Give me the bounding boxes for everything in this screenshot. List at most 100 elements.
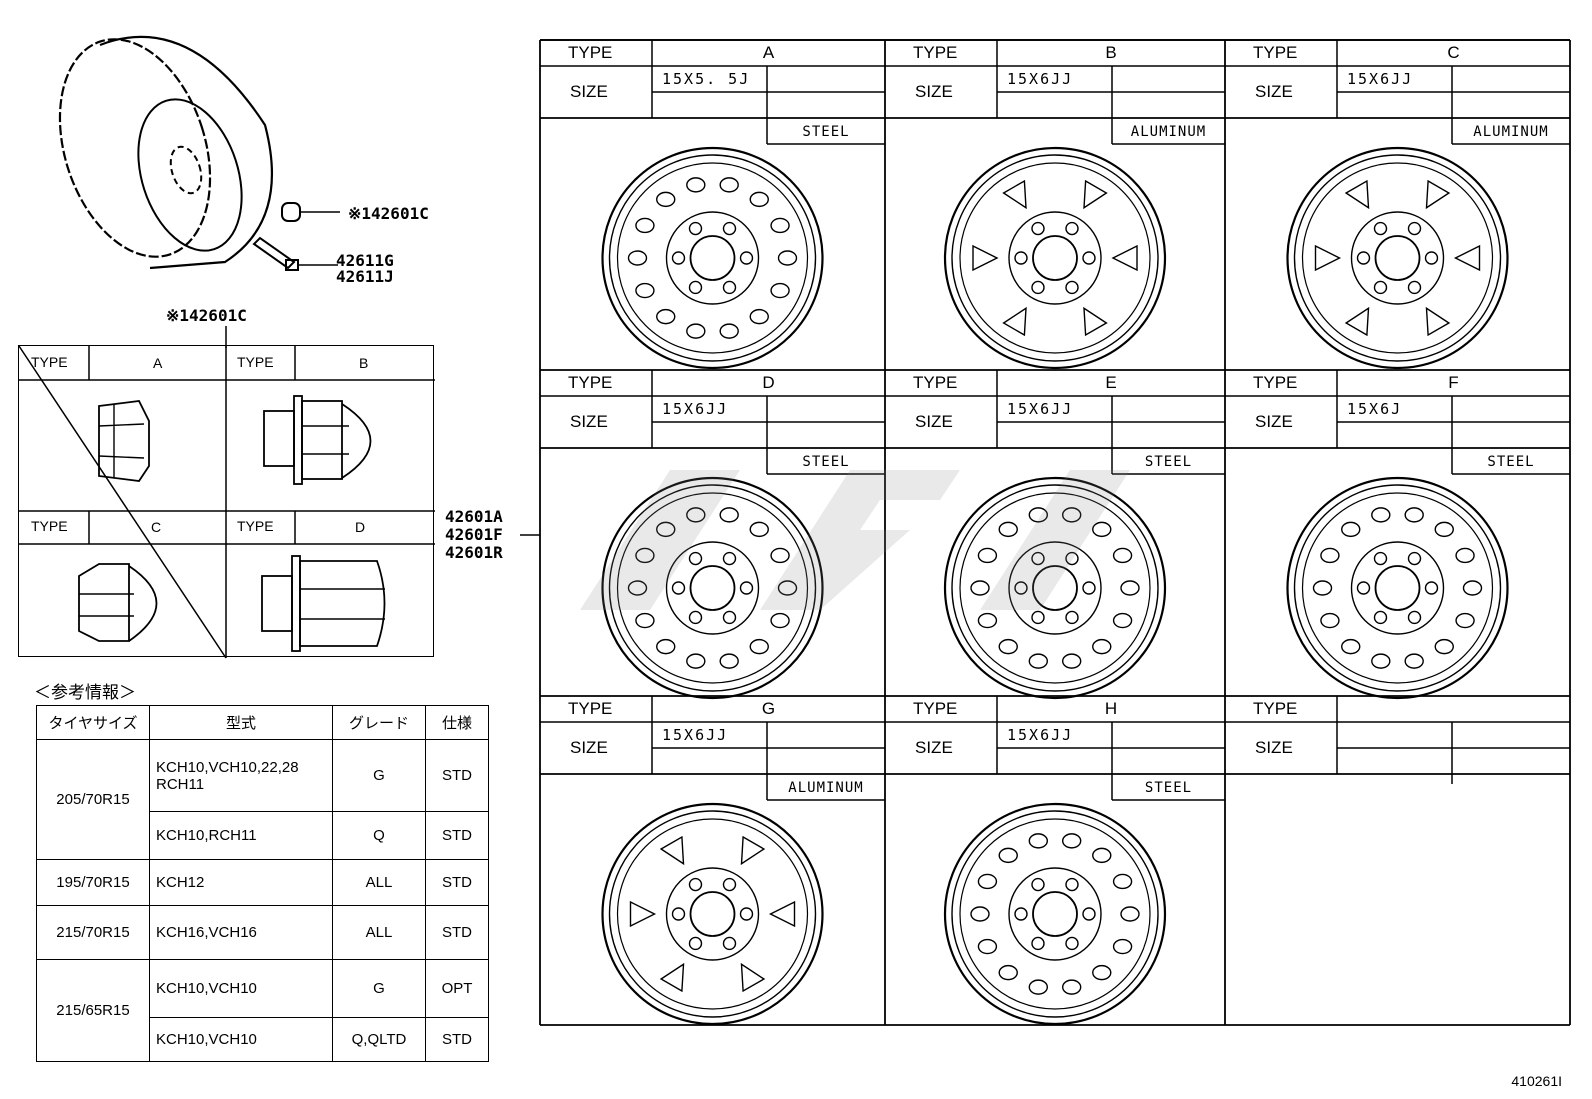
wheel-size-value: 15X6JJ <box>1007 70 1074 88</box>
nut-type-table: TYPE A TYPE B TYPE C TYPE D <box>18 345 435 659</box>
wheel-size-label: SIZE <box>915 738 953 757</box>
wheel-type-letter: F <box>1448 373 1459 392</box>
wheel-size-value: 15X6J <box>1347 400 1403 418</box>
wheel-type-letter: D <box>762 373 775 392</box>
valve-callout-1: 42611G <box>336 251 394 270</box>
wheel-type-label: TYPE <box>568 699 613 718</box>
wheel-type-label: TYPE <box>1253 699 1298 718</box>
ref-model: KCH16,VCH16 <box>149 905 333 960</box>
ref-tire: 195/70R15 <box>36 859 150 906</box>
wheel-size-label: SIZE <box>1255 412 1293 431</box>
lock-nut-callout: ※142601C <box>348 204 429 223</box>
nut-type-label-b: TYPE <box>237 354 274 370</box>
nut-type-label-c: TYPE <box>31 518 68 534</box>
wheel-type-letter: G <box>761 699 776 718</box>
ref-model: KCH10,RCH11 <box>149 811 333 860</box>
wheel-type-label: TYPE <box>568 43 613 62</box>
wheel-material: STEEL <box>802 454 850 470</box>
ref-spec: STD <box>425 739 489 812</box>
ref-header-spec: 仕様 <box>425 705 489 740</box>
nut-type-label-a: TYPE <box>31 354 68 370</box>
ref-header-grade: グレード <box>332 705 426 740</box>
valve-callout-2: 42611J <box>336 267 394 286</box>
wheel-rim-icon <box>943 802 1167 1026</box>
reference-table: タイヤサイズ 型式 グレード 仕様 205/70R15 KCH10,VCH10,… <box>36 705 489 1062</box>
wheel-size-value: 15X6JJ <box>662 726 729 744</box>
ref-grade: G <box>332 959 426 1018</box>
nut-type-label-d: TYPE <box>237 518 274 534</box>
wheel-material: ALUMINUM <box>788 780 864 796</box>
wheel-rim-icon <box>943 476 1167 700</box>
wheel-grid-lines <box>539 39 1571 1026</box>
reference-title: ＜参考情報＞ <box>34 683 136 703</box>
wheel-size-value: 15X6JJ <box>1007 726 1074 744</box>
nut-callout-leader <box>225 326 227 348</box>
wheel-type-letter: C <box>1447 43 1460 62</box>
nut-type-c: C <box>151 519 162 535</box>
wheel-callout-2: 42601F <box>445 525 503 544</box>
wheel-size-label: SIZE <box>570 738 608 757</box>
wheel-size-label: SIZE <box>915 412 953 431</box>
nut-b-icon <box>263 395 372 485</box>
ref-spec: OPT <box>425 959 489 1018</box>
ref-spec: STD <box>425 859 489 906</box>
wheel-size-label: SIZE <box>570 412 608 431</box>
wheel-type-label: TYPE <box>913 43 958 62</box>
ref-model: KCH10,VCH10,22,28 RCH11 <box>149 739 333 812</box>
ref-model: KCH10,VCH10 <box>149 1017 333 1062</box>
wheel-type-letter: H <box>1104 699 1118 718</box>
wheel-size-value: 15X6JJ <box>1347 70 1414 88</box>
ref-grade: Q,QLTD <box>332 1017 426 1062</box>
nut-a-icon <box>98 400 150 482</box>
ref-spec: STD <box>425 905 489 960</box>
nut-table-callout: ※142601C <box>166 306 247 325</box>
wheel-type-letter: B <box>1105 43 1117 62</box>
wheel-type-label: TYPE <box>568 373 613 392</box>
ref-grade: Q <box>332 811 426 860</box>
wheel-rim-icon <box>943 146 1167 370</box>
nut-c-icon <box>78 563 158 642</box>
wheel-type-label: TYPE <box>1253 373 1298 392</box>
wheel-size-value: 15X5. 5J <box>662 70 751 88</box>
lock-nut-icon <box>281 202 340 222</box>
nut-d-icon <box>261 555 386 652</box>
wheel-type-letter: A <box>762 43 775 62</box>
wheel-rim-icon <box>601 146 824 370</box>
ref-tire: 215/65R15 <box>36 959 150 1062</box>
wheel-material: ALUMINUM <box>1473 124 1549 140</box>
ref-tire: 205/70R15 <box>36 739 150 860</box>
nut-type-d: D <box>355 519 366 535</box>
wheel-rim-icon <box>601 802 824 1026</box>
wheel-material: STEEL <box>802 124 850 140</box>
wheel-type-label: TYPE <box>913 699 958 718</box>
wheel-size-value: 15X6JJ <box>662 400 729 418</box>
wheel-rim-icon <box>1286 476 1509 700</box>
wheel-type-grid: TYPE A SIZE 15X5. 5J STEEL TYPE B SIZE 15X6JJ ALU… <box>539 39 1580 1040</box>
nut-type-a: A <box>153 355 163 371</box>
wheel-callout-leader <box>520 534 540 536</box>
wheel-material: STEEL <box>1144 780 1193 796</box>
ref-grade: ALL <box>332 859 426 906</box>
ref-grade: G <box>332 739 426 812</box>
ref-model: KCH10,VCH10 <box>149 959 333 1018</box>
valve-stem-icon <box>252 236 338 271</box>
wheel-size-label: SIZE <box>1255 738 1293 757</box>
wheel-rim-icon <box>601 476 824 700</box>
wheel-type-label: TYPE <box>1253 43 1298 62</box>
wheel-callout-3: 42601R <box>445 543 503 562</box>
wheel-rim-icon <box>1286 146 1509 370</box>
wheel-assembly-illustration <box>58 35 273 270</box>
wheel-size-label: SIZE <box>1255 82 1293 101</box>
wheel-material: ALUMINUM <box>1130 124 1207 140</box>
diagram-code: 410261I <box>1511 1073 1562 1089</box>
ref-header-model: 型式 <box>149 705 333 740</box>
wheel-material: STEEL <box>1144 454 1193 470</box>
wheel-type-label: TYPE <box>913 373 958 392</box>
ref-model: KCH12 <box>149 859 333 906</box>
ref-spec: STD <box>425 1017 489 1062</box>
ref-header-tire: タイヤサイズ <box>36 705 150 740</box>
wheel-type-letter: E <box>1105 373 1117 392</box>
wheel-material: STEEL <box>1487 454 1535 470</box>
wheel-size-value: 15X6JJ <box>1007 400 1074 418</box>
ref-grade: ALL <box>332 905 426 960</box>
